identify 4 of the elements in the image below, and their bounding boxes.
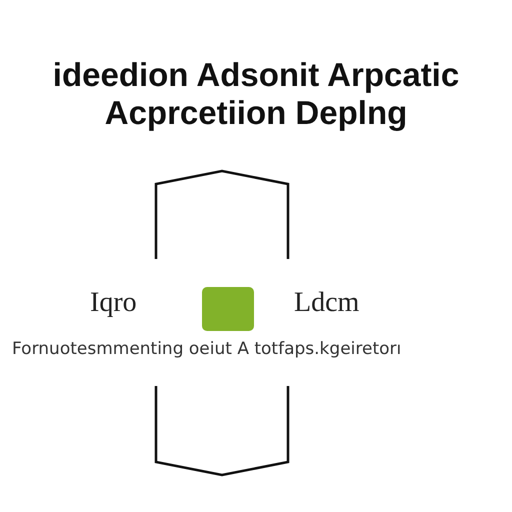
title: ideedion Adsonit Arpcatic Acprcetiion Deplng bbox=[52, 56, 460, 132]
text-label: Iqro bbox=[90, 288, 137, 318]
text-label: Ldcm bbox=[294, 288, 360, 318]
description-text: Fornuotesmmenting oeiut A totfaps.kgeiretorı bbox=[12, 338, 402, 360]
